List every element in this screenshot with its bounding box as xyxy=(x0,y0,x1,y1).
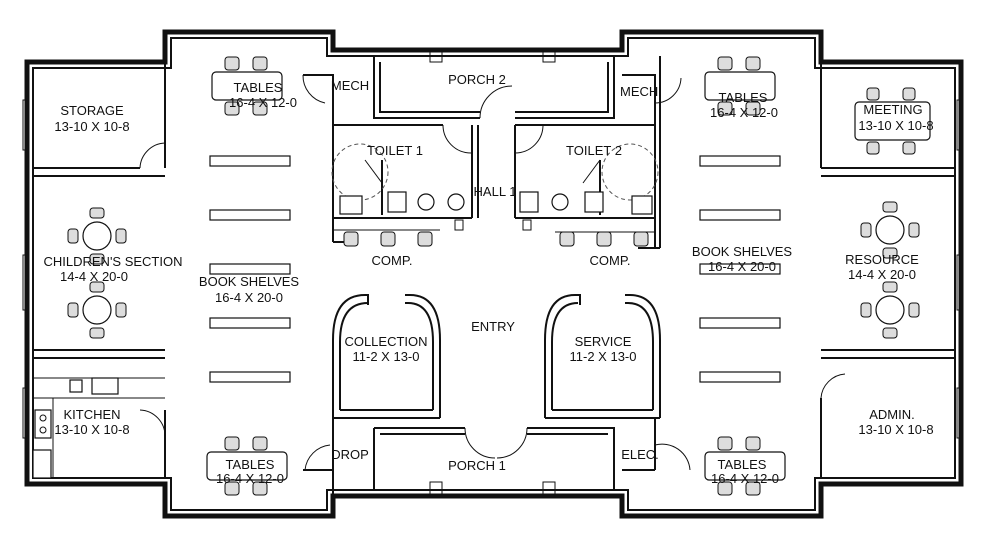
table-group-se xyxy=(704,436,786,496)
tables-nw-size: 16-4 X 12-0 xyxy=(229,95,297,110)
kitchen-cabinets xyxy=(32,377,165,479)
resource-size: 14-4 X 20-0 xyxy=(848,267,916,282)
shelves-right-name: BOOK SHELVES xyxy=(692,244,793,259)
tables-nw-name: TABLES xyxy=(234,80,283,95)
childrens-name: CHILDREN'S SECTION xyxy=(43,254,182,269)
table-group-sw xyxy=(206,436,288,496)
round-tables-childrens xyxy=(67,207,127,339)
toilet2-name: TOILET 2 xyxy=(566,143,622,158)
tables-se-name: TABLES xyxy=(718,457,767,472)
book-shelves-right xyxy=(699,155,781,383)
shelves-right-size: 16-4 X 20-0 xyxy=(708,259,776,274)
mech-right-name: MECH. xyxy=(620,84,662,99)
admin-name: ADMIN. xyxy=(869,407,915,422)
collection-name: COLLECTION xyxy=(344,334,427,349)
porch2-name: PORCH 2 xyxy=(448,72,506,87)
tables-se-size: 16-4 X 12-0 xyxy=(711,471,779,486)
childrens-size: 14-4 X 20-0 xyxy=(60,269,128,284)
porch1-name: PORCH 1 xyxy=(448,458,506,473)
meeting-table xyxy=(854,87,931,155)
service-name: SERVICE xyxy=(575,334,632,349)
table-group-nw xyxy=(211,56,283,116)
hall1-name: HALL 1 xyxy=(474,184,517,199)
storage-name: STORAGE xyxy=(60,103,124,118)
computer-stations xyxy=(333,229,655,247)
shelves-left-size: 16-4 X 20-0 xyxy=(215,290,283,305)
kitchen-size: 13-10 X 10-8 xyxy=(54,422,129,437)
interior-walls xyxy=(33,56,955,496)
windows xyxy=(22,49,964,495)
drop-name: DROP xyxy=(331,447,369,462)
tables-ne-size: 16-4 X 12-0 xyxy=(710,105,778,120)
mech-left-name: MECH xyxy=(331,78,369,93)
storage-size: 13-10 X 10-8 xyxy=(54,119,129,134)
tables-sw-size: 16-4 X 12-0 xyxy=(216,471,284,486)
entry-name: ENTRY xyxy=(471,319,515,334)
meeting-name: MEETING xyxy=(863,102,922,117)
room-labels: STORAGE 13-10 X 10-8 TABLES 16-4 X 12-0 … xyxy=(43,72,933,486)
toilet-fixtures xyxy=(331,143,659,231)
toilet1-name: TOILET 1 xyxy=(367,143,423,158)
comp-left-name: COMP. xyxy=(372,253,413,268)
admin-size: 13-10 X 10-8 xyxy=(858,422,933,437)
meeting-size: 13-10 X 10-8 xyxy=(858,118,933,133)
table-group-ne xyxy=(704,56,776,116)
elec-name: ELEC. xyxy=(621,447,659,462)
tables-ne-name: TABLES xyxy=(719,90,768,105)
tables-sw-name: TABLES xyxy=(226,457,275,472)
service-size: 11-2 X 13-0 xyxy=(570,349,637,364)
resource-name: RESOURCE xyxy=(845,252,919,267)
kitchen-name: KITCHEN xyxy=(63,407,120,422)
collection-size: 11-2 X 13-0 xyxy=(353,349,420,364)
comp-right-name: COMP. xyxy=(590,253,631,268)
round-tables-resource xyxy=(860,201,920,339)
door-swings xyxy=(139,74,846,471)
book-shelves-left xyxy=(209,155,291,383)
shelves-left-name: BOOK SHELVES xyxy=(199,274,300,289)
